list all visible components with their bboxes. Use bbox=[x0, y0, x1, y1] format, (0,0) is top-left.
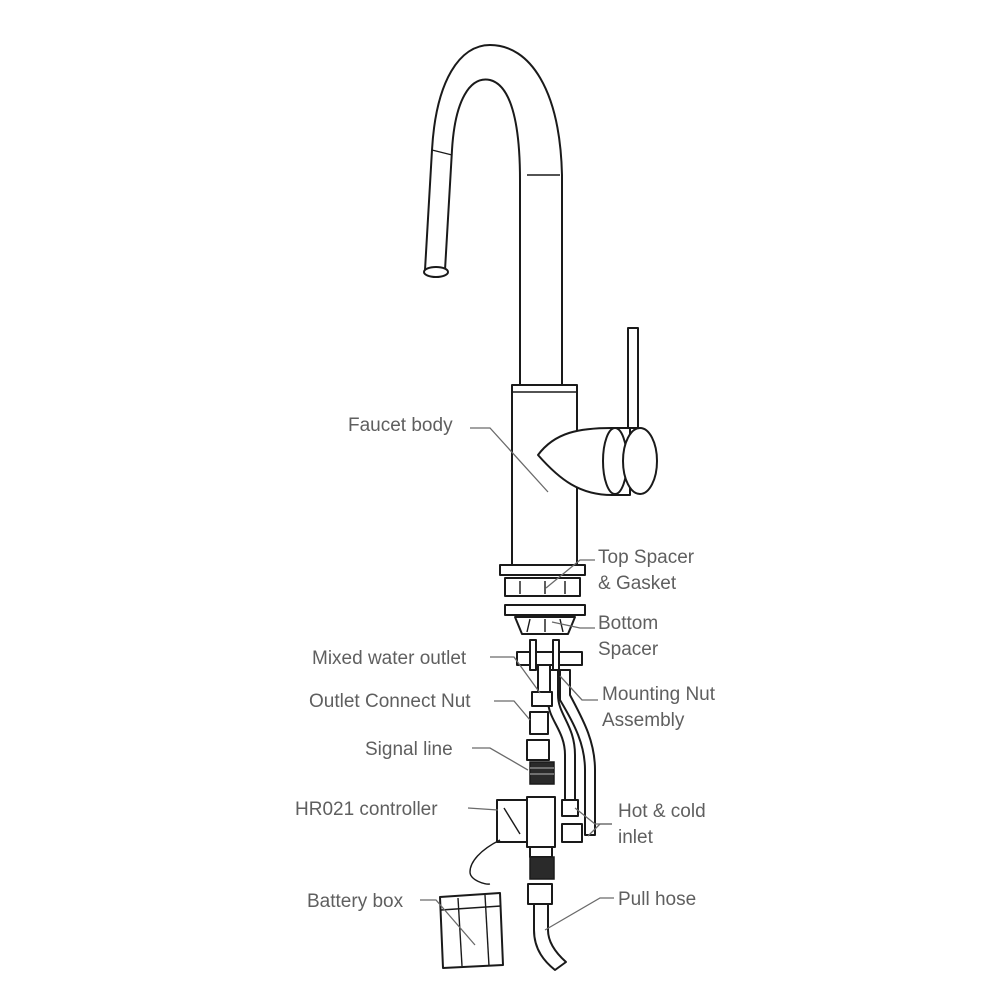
signal-wire bbox=[469, 839, 501, 885]
label-hot-cold-line2: inlet bbox=[618, 827, 654, 848]
label-signal-line: Signal line bbox=[365, 739, 453, 760]
label-top-spacer-line2: & Gasket bbox=[598, 573, 677, 594]
label-battery-box: Battery box bbox=[307, 891, 404, 912]
hot-cold-inlet-hoses bbox=[547, 669, 596, 843]
gooseneck-spout bbox=[423, 44, 563, 386]
label-faucet-body: Faucet body bbox=[348, 415, 453, 436]
label-hot-cold-line1: Hot & cold bbox=[618, 801, 706, 822]
top-spacer-gasket bbox=[499, 564, 586, 597]
faucet-handle bbox=[537, 327, 658, 496]
outlet-column bbox=[526, 664, 555, 785]
label-bottom-spacer-line2: Spacer bbox=[598, 639, 659, 660]
label-hr021-controller: HR021 controller bbox=[295, 799, 438, 820]
label-pull-hose: Pull hose bbox=[618, 889, 696, 910]
hr021-controller bbox=[496, 796, 556, 880]
leader-lines bbox=[420, 427, 614, 946]
label-bottom-spacer-line1: Bottom bbox=[598, 613, 658, 634]
pull-hose bbox=[527, 883, 567, 971]
label-mounting-nut-line2: Assembly bbox=[602, 710, 685, 731]
label-outlet-connect-nut: Outlet Connect Nut bbox=[309, 691, 471, 712]
bottom-spacer bbox=[504, 604, 586, 635]
label-mounting-nut-line1: Mounting Nut bbox=[602, 684, 716, 705]
label-mixed-water-outlet: Mixed water outlet bbox=[312, 648, 467, 669]
label-top-spacer-line1: Top Spacer bbox=[598, 547, 695, 568]
battery-box bbox=[439, 892, 504, 969]
